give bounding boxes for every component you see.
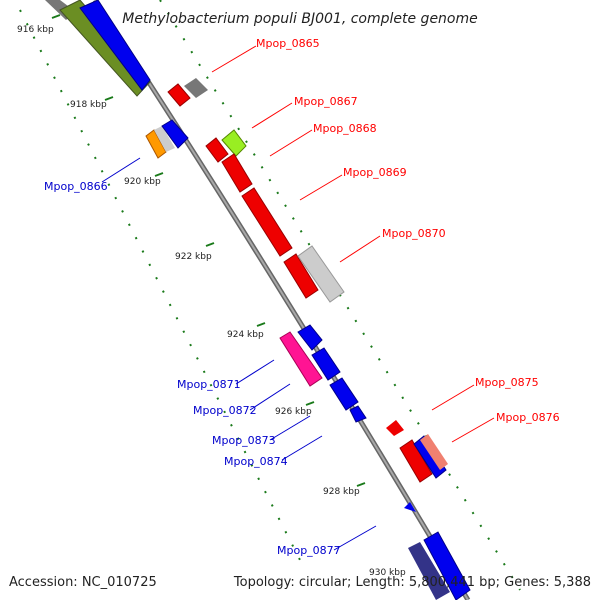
tick-920 <box>154 172 164 177</box>
gene-label-0876[interactable]: Mpop_0876 <box>496 411 560 424</box>
gene-blue-0874 <box>349 405 367 423</box>
gene-red-0875 <box>386 420 404 436</box>
summary-text: Topology: circular; Length: 5,800,441 bp… <box>233 575 591 590</box>
gene-gray-0865 <box>184 78 208 98</box>
callout-0869 <box>299 174 343 201</box>
callout-0872 <box>249 383 291 411</box>
tick-928 <box>356 482 366 487</box>
callout-0871 <box>235 359 275 385</box>
gene-label-0871[interactable]: Mpop_0871 <box>177 378 241 391</box>
gene-labels: Mpop_0865 Mpop_0867 Mpop_0868 Mpop_0869 … <box>44 37 560 557</box>
gene-label-0874[interactable]: Mpop_0874 <box>224 455 288 468</box>
track-guides <box>19 0 521 591</box>
gene-gray-small <box>154 126 175 152</box>
callout-0873 <box>269 415 311 441</box>
gene-blue-0877 <box>404 502 416 512</box>
kbp-label-922: 922 kbp <box>175 252 212 262</box>
callout-0866 <box>101 157 141 183</box>
tick-918 <box>104 96 114 101</box>
kbp-label-930: 930 kbp <box>369 568 406 578</box>
callout-0868 <box>269 129 313 157</box>
kbp-label-924: 924 kbp <box>227 330 264 340</box>
gene-red-0870a <box>283 253 319 299</box>
gene-blue-0872 <box>311 347 341 381</box>
kbp-label-926: 926 kbp <box>275 407 312 417</box>
gene-magenta <box>279 331 323 387</box>
tick-922 <box>205 242 215 247</box>
gene-salmon <box>420 434 448 470</box>
gene-blue-0873 <box>329 377 359 411</box>
gene-red-0868 <box>221 153 253 193</box>
callout-0877 <box>333 525 377 551</box>
gene-label-0873[interactable]: Mpop_0873 <box>212 434 276 447</box>
gene-red-0876 <box>399 439 433 483</box>
accession-text: Accession: NC_010725 <box>9 575 157 590</box>
gene-label-0868[interactable]: Mpop_0868 <box>313 122 377 135</box>
gene-label-0877[interactable]: Mpop_0877 <box>277 544 341 557</box>
callout-0876 <box>451 417 495 443</box>
kbp-labels: 916 kbp 918 kbp 920 kbp 922 kbp 924 kbp … <box>17 25 406 578</box>
callout-0867 <box>251 102 293 129</box>
tick-924 <box>256 322 266 327</box>
reverse-genes <box>45 0 471 600</box>
gene-blue-bottom <box>423 531 471 600</box>
callout-0874 <box>281 435 323 461</box>
map-title: Methylobacterium populi BJ001, complete … <box>122 11 478 27</box>
gene-label-0867[interactable]: Mpop_0867 <box>294 95 358 108</box>
tick-926 <box>305 401 315 406</box>
gene-blue-0871 <box>297 324 323 351</box>
gene-red-0865 <box>167 83 191 107</box>
gene-red-0869 <box>241 187 293 257</box>
inner-guide-line <box>19 9 301 561</box>
kbp-label-918: 918 kbp <box>70 100 107 110</box>
gene-blue-0876 <box>413 435 447 479</box>
gene-lime <box>221 129 247 157</box>
gene-navy <box>408 542 450 600</box>
callout-0865 <box>211 45 257 73</box>
gene-label-0872[interactable]: Mpop_0872 <box>193 404 257 417</box>
gene-label-0870[interactable]: Mpop_0870 <box>382 227 446 240</box>
gene-label-0866[interactable]: Mpop_0866 <box>44 180 108 193</box>
gene-blue-0866 <box>161 119 189 149</box>
kbp-label-920: 920 kbp <box>124 177 161 187</box>
kbp-ticks <box>51 14 366 487</box>
tick-916 <box>51 14 61 19</box>
callout-0870 <box>339 235 381 263</box>
forward-genes <box>167 78 448 483</box>
kbp-label-928: 928 kbp <box>323 487 360 497</box>
gene-gray-0870 <box>297 245 345 303</box>
gene-blue-top <box>79 0 151 91</box>
kbp-label-916: 916 kbp <box>17 25 54 35</box>
gene-label-0869[interactable]: Mpop_0869 <box>343 166 407 179</box>
gene-olive <box>59 0 151 97</box>
callout-lines <box>101 45 495 551</box>
gene-label-0865[interactable]: Mpop_0865 <box>256 37 320 50</box>
callout-0875 <box>431 384 475 411</box>
gene-label-0875[interactable]: Mpop_0875 <box>475 376 539 389</box>
gene-red-0867 <box>205 137 229 163</box>
